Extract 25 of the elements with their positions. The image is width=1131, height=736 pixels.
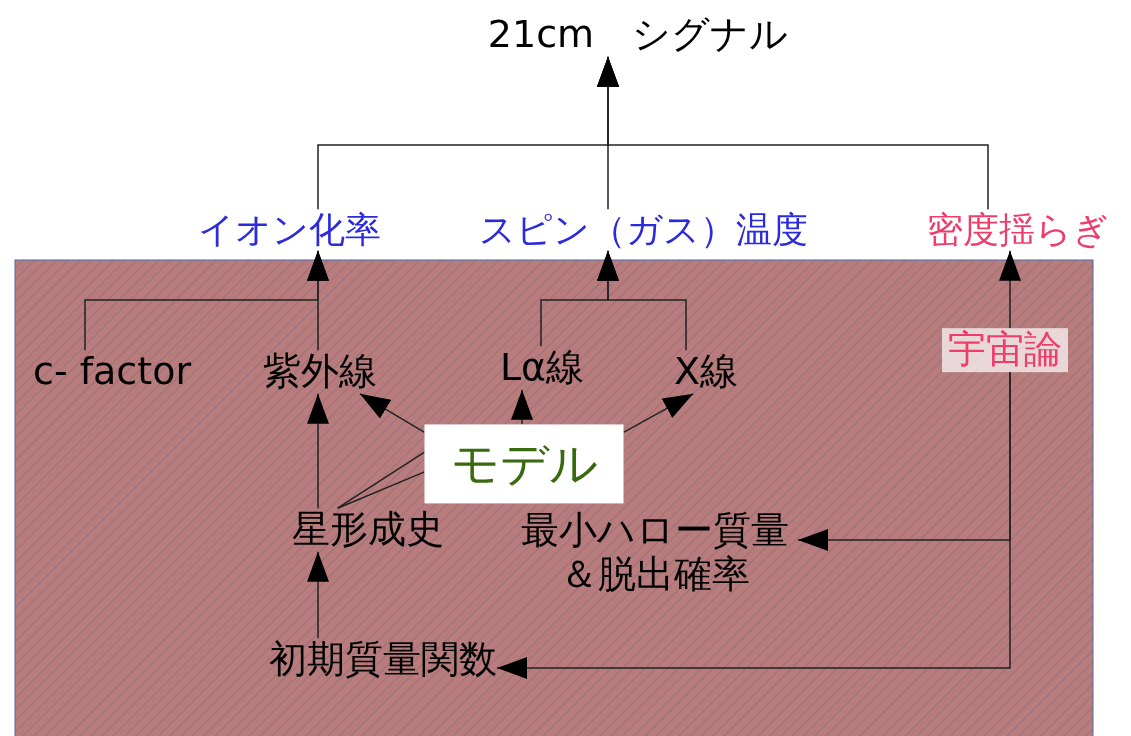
connector-line [336,451,426,509]
arrow [307,393,329,509]
factor-label: Lα線 [499,346,585,390]
signal-label: 21cm シグナル [487,13,789,57]
arrow [999,249,1021,329]
factor-label: 初期質量関数 [269,638,497,682]
factor-label: 星形成史 [292,508,444,552]
factor-label: 最小ハロー質量＆脱出確率 [512,509,798,597]
output-label: 密度揺らぎ [927,209,1109,251]
factor-label: X線 [674,350,738,394]
arrow [597,249,687,351]
connector-line [336,471,426,509]
arrow [359,393,426,434]
arrow [496,371,1011,679]
arrow [307,551,329,639]
arrow [511,389,533,426]
factor-label: 宇宙論 [942,328,1068,372]
arrow [597,56,989,211]
factor-label: c- factor [33,350,191,394]
model-box: モデル [424,424,624,504]
arrow [622,393,694,434]
arrow [307,249,329,351]
output-label: イオン化率 [197,209,381,251]
output-label: スピン（ガス）温度 [478,209,808,251]
factor-label: 紫外線 [263,350,377,394]
